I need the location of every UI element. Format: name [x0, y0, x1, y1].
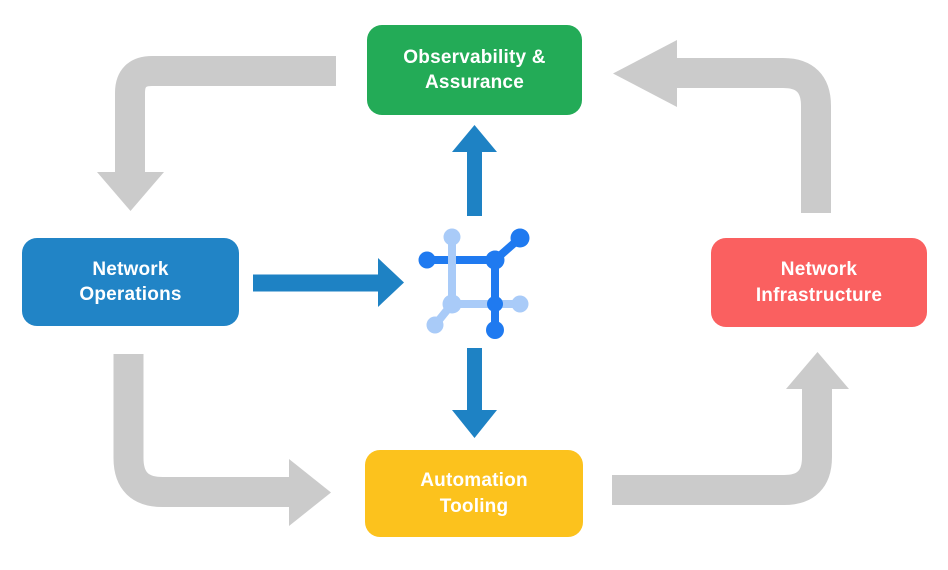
node-label: Automation Tooling	[420, 470, 528, 517]
flow-arrow-center-to-observability	[452, 125, 497, 216]
node-label: Observability & Assurance	[403, 46, 546, 93]
node-network-operations: Network Operations	[22, 238, 239, 326]
node-automation-tooling: Automation Tooling	[365, 450, 583, 537]
node-label: Network Infrastructure	[755, 259, 883, 306]
cycle-arrow-operations-to-automation	[113, 354, 331, 526]
cycle-arrow-observability-to-operations	[97, 56, 336, 211]
node-observability-assurance: Observability & Assurance	[367, 25, 582, 115]
cycle-arrow-infrastructure-to-observability	[613, 40, 831, 213]
flow-arrow-center-to-automation	[452, 348, 497, 438]
cycle-arrow-automation-to-infrastructure	[612, 352, 849, 505]
node-network-infrastructure: Network Infrastructure	[711, 238, 927, 327]
network-mesh-icon	[418, 228, 530, 339]
flow-arrow-operations-to-center	[253, 258, 404, 307]
node-label: Network Operations	[79, 258, 182, 305]
